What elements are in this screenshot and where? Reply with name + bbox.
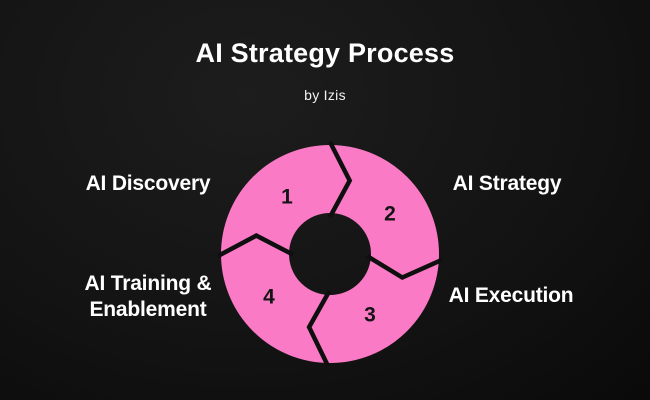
cycle-donut-chart: 1 2 3 4 bbox=[216, 140, 443, 367]
segment-divider-left bbox=[216, 233, 295, 258]
segment-divider-bottom bbox=[306, 289, 332, 367]
step-label-ai-execution: AI Execution bbox=[448, 284, 574, 307]
segment-divider-top bbox=[327, 140, 353, 219]
donut-ring bbox=[221, 145, 439, 363]
step-label-ai-strategy: AI Strategy bbox=[452, 172, 562, 195]
segment-number-3: 3 bbox=[364, 304, 376, 327]
segment-divider-right bbox=[365, 253, 443, 281]
page-subtitle: by Izis bbox=[304, 87, 346, 103]
step-label-ai-discovery: AI Discovery bbox=[85, 172, 211, 195]
page-title: AI Strategy Process bbox=[195, 38, 455, 68]
segment-number-4: 4 bbox=[263, 286, 275, 309]
segment-number-2: 2 bbox=[384, 203, 396, 226]
segment-number-1: 1 bbox=[281, 186, 293, 209]
step-label-ai-training-enablement: AI Training & Enablement bbox=[84, 272, 212, 321]
